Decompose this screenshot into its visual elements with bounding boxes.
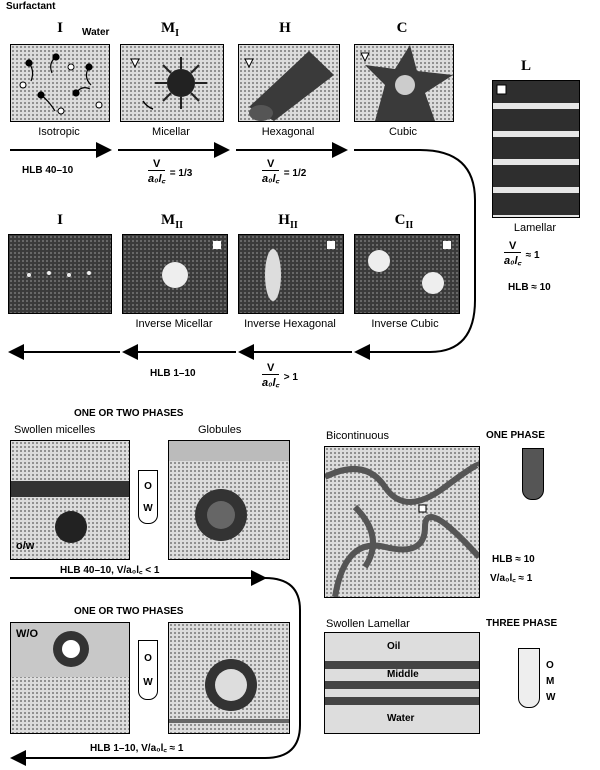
ow-label: o/w <box>16 540 35 552</box>
test-tube-1: O W <box>138 470 158 524</box>
one-phase-label: ONE PHASE <box>486 430 545 441</box>
water-label: Water <box>82 27 110 38</box>
bicontinuous-panel <box>324 446 480 598</box>
inverse-cubic-panel <box>354 234 460 314</box>
swollen-lamellar-label: Swollen Lamellar <box>326 618 410 630</box>
inverse-micellar-panel <box>122 234 228 314</box>
globules-panel <box>168 440 290 560</box>
three-phase-label: THREE PHASE <box>486 618 558 629</box>
micellar-panel <box>120 44 224 122</box>
tube3-w: W <box>546 692 556 703</box>
isotropic-label: Isotropic <box>38 126 80 138</box>
wo-panel <box>10 622 130 734</box>
cubic-panel <box>354 44 454 122</box>
inverse-micellar-label: Inverse Micellar <box>135 318 213 330</box>
inverse-isotropic-panel <box>8 234 112 314</box>
hlb-row1: HLB 40–10 <box>22 165 74 176</box>
cubic-symbol: C <box>396 20 408 36</box>
inverse-hexagonal-label: Inverse Hexagonal <box>244 318 336 330</box>
inverse-hexagonal-symbol: HII <box>278 212 298 231</box>
cubic-label: Cubic <box>388 126 418 138</box>
bottom-arrow-a <box>10 570 301 759</box>
one-or-two-phases-2: ONE OR TWO PHASES <box>74 606 184 617</box>
tube3-o: O <box>546 660 554 671</box>
lamellar-label: Lamellar <box>513 222 557 234</box>
hlb-bottom-b: HLB 1–10, V/a₀l꜀ ≈ 1 <box>90 743 184 754</box>
oil-layer-label: Oil <box>387 641 401 652</box>
test-tube-4 <box>518 648 540 708</box>
bicontinuous-label: Bicontinuous <box>326 430 389 442</box>
hlb-row2: HLB 1–10 <box>150 368 196 379</box>
isotropic-panel <box>10 44 110 122</box>
wo-label: W/O <box>16 628 38 640</box>
tube3-m: M <box>546 676 555 687</box>
hexagonal-symbol: H <box>279 20 291 36</box>
lamellar-symbol: L <box>520 58 531 74</box>
swollen-micelles-label: Swollen micelles <box>14 424 96 436</box>
hlb-bicontinuous-2: V/a₀l꜀ ≈ 1 <box>490 573 533 584</box>
hlb-bicontinuous-1: HLB ≈ 10 <box>492 554 535 565</box>
hexagonal-panel <box>238 44 340 122</box>
inverse-hexagonal-panel <box>238 234 344 314</box>
hexagonal-label: Hexagonal <box>261 126 315 138</box>
micellar-label: Micellar <box>152 126 190 138</box>
water-layer-label: Water <box>387 713 415 724</box>
swollen-lamellar-panel: Oil Middle Water <box>324 632 480 734</box>
micellar-symbol: MI <box>160 20 180 39</box>
lamellar-hlb: HLB ≈ 10 <box>508 282 551 293</box>
test-tube-2: O W <box>138 640 158 700</box>
globules-label: Globules <box>198 424 242 436</box>
row1-arrow <box>10 142 476 353</box>
lamellar-panel <box>492 80 580 218</box>
middle-layer-label: Middle <box>387 669 419 680</box>
globule-inverse-panel <box>168 622 290 734</box>
surfactant-label: Surfactant <box>6 1 56 12</box>
test-tube-3 <box>522 448 544 500</box>
hlb-bottom-a: HLB 40–10, V/a₀l꜀ < 1 <box>60 565 160 576</box>
inverse-cubic-label: Inverse Cubic <box>371 318 439 330</box>
isotropic-symbol: I <box>57 20 63 36</box>
inverse-cubic-symbol: CII <box>394 212 414 231</box>
inverse-isotropic-symbol: I <box>57 212 63 228</box>
one-or-two-phases-1: ONE OR TWO PHASES <box>74 408 184 419</box>
swollen-micelles-panel <box>10 440 130 560</box>
inverse-micellar-symbol: MII <box>161 212 183 231</box>
